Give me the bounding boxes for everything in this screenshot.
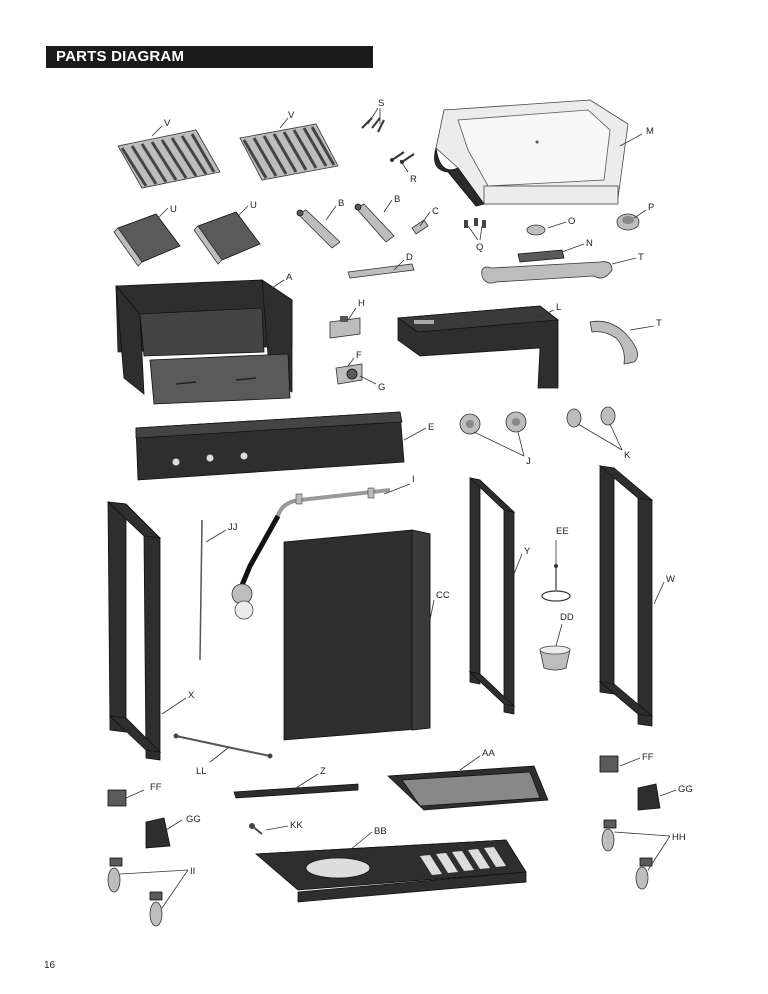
part-z-bar [233, 783, 359, 799]
page-title: PARTS DIAGRAM [56, 48, 185, 65]
part-hh-casters [601, 819, 653, 890]
label-g: G [378, 382, 385, 393]
part-m-lid [434, 99, 629, 207]
part-u-heat-tent-right [193, 211, 261, 265]
label-b-right: B [394, 194, 400, 205]
part-h-bracket [329, 316, 361, 339]
part-kk-screw [249, 823, 263, 835]
label-ii: II [190, 866, 195, 877]
part-j-bezels [459, 411, 527, 435]
label-dd: DD [560, 612, 574, 623]
part-s-screws [361, 117, 385, 133]
label-v-right: V [288, 110, 295, 121]
part-i-manifold [231, 487, 391, 620]
part-ll-rod [173, 733, 273, 759]
label-ff-right: FF [642, 752, 654, 763]
part-b-burner-left [296, 209, 341, 249]
part-d-carryover-tube [347, 263, 415, 279]
label-cc: CC [436, 590, 450, 601]
label-k: K [624, 450, 631, 461]
label-j: J [526, 456, 531, 467]
label-a: A [286, 272, 293, 283]
label-w: W [666, 574, 675, 585]
label-x: X [188, 690, 195, 701]
part-l-side-shelf [396, 305, 560, 389]
part-q-clips [464, 218, 486, 228]
label-i: I [412, 474, 415, 485]
label-z: Z [320, 766, 326, 777]
part-c-crossover [411, 219, 429, 235]
leader-lines [119, 107, 677, 909]
part-t-side-handle [589, 320, 638, 365]
label-m: M [646, 126, 654, 137]
part-f-igniter [335, 363, 363, 385]
label-ee: EE [556, 526, 569, 537]
label-jj: JJ [228, 522, 238, 533]
part-ii-casters [107, 857, 163, 927]
part-x-left-frame [106, 501, 162, 761]
section-header-bar: PARTS DIAGRAM [46, 46, 373, 68]
part-w-frame [598, 465, 654, 727]
label-kk: KK [290, 820, 303, 831]
part-n-nameplate [517, 249, 565, 263]
part-u-heat-tent-left [113, 213, 181, 267]
part-aa-bottom-tray [387, 765, 549, 811]
part-y-frame [468, 477, 516, 715]
part-jj-rod [199, 519, 203, 661]
part-a-firebox [115, 279, 293, 405]
label-e: E [428, 422, 434, 433]
label-p: P [648, 202, 654, 213]
part-k-knobs [566, 406, 616, 428]
part-ff-clip-right [599, 755, 619, 773]
label-s: S [378, 98, 384, 109]
label-gg-right: GG [678, 784, 693, 795]
part-gg-foot-right [637, 783, 661, 811]
part-ee-grease-cup-holder [541, 564, 571, 602]
label-o: O [568, 216, 575, 227]
label-f: F [356, 350, 362, 361]
part-bb-bottom-shelf [254, 839, 527, 903]
part-r-bolts [390, 151, 415, 164]
label-c: C [432, 206, 439, 217]
label-ll: LL [196, 766, 207, 777]
label-v-left: V [164, 118, 171, 129]
part-v-cooking-grate-left [117, 129, 221, 189]
label-ff-left: FF [150, 782, 162, 793]
label-hh: HH [672, 832, 686, 843]
part-e-control-panel [135, 411, 405, 481]
label-u-right: U [250, 200, 257, 211]
label-t-lid: T [638, 252, 644, 263]
part-t-lid-handle [481, 261, 613, 284]
part-ff-clip-left [107, 789, 127, 807]
part-p-bezel [616, 213, 640, 231]
label-r: R [410, 174, 417, 185]
label-h: H [358, 298, 365, 309]
page-number: 16 [44, 960, 56, 971]
label-l: L [556, 302, 561, 313]
label-q: Q [476, 242, 483, 253]
label-b-left: B [338, 198, 344, 209]
label-t-side: T [656, 318, 662, 329]
part-o-temperature-gauge [526, 224, 546, 236]
part-cc-door [283, 529, 431, 741]
label-d: D [406, 252, 413, 263]
label-y: Y [524, 546, 531, 557]
label-aa: AA [482, 748, 495, 759]
part-gg-foot-left [145, 817, 171, 849]
part-dd-grease-cup [539, 645, 571, 671]
label-n: N [586, 238, 593, 249]
label-u-left: U [170, 204, 177, 215]
label-gg-left: GG [186, 814, 201, 825]
part-b-burner-right [354, 203, 395, 243]
part-v-cooking-grate-right [239, 123, 339, 181]
label-bb: BB [374, 826, 387, 837]
